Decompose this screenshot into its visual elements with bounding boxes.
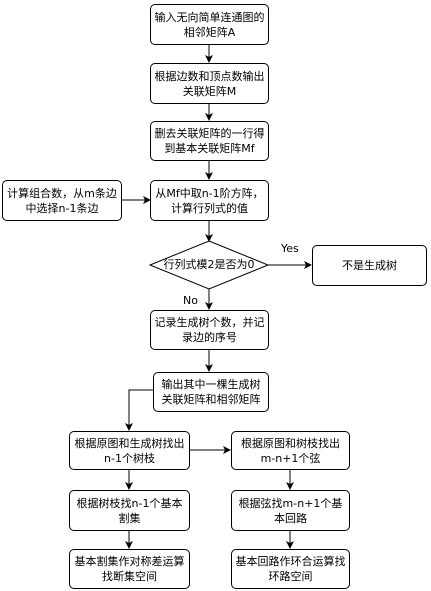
node-basic-cutsets: 根据树枝找n-1个基本割集: [69, 490, 190, 531]
decision-text: 行列式模2是否为0: [163, 258, 255, 271]
node-output-one-tree: 输出其中一棵生成树关联矩阵和相邻矩阵: [153, 372, 269, 412]
node-take-minor: 从Mf中取n-1阶方阵，计算行列式的值: [150, 180, 269, 221]
node-not-tree-text: 不是生成树: [342, 259, 397, 272]
node-record: 记录生成树个数，并记录边的序号: [150, 310, 269, 350]
node-input-adjacency: 输入无向简单连通图的相邻矩阵A: [150, 4, 269, 45]
node-basic-circuits: 根据弦找m-n+1个基本回路: [231, 490, 350, 531]
node-output-incidence-text: 根据边数和顶点数输出关联矩阵M: [154, 69, 265, 98]
node-basic-cutsets-text: 根据树枝找n-1个基本割集: [76, 496, 183, 525]
decision-diamond: [148, 240, 270, 290]
node-combination: 计算组合数，从m条边中选择n-1条边: [2, 180, 122, 221]
node-record-text: 记录生成树个数，并记录边的序号: [154, 316, 265, 344]
node-find-chords: 根据原图和树枝找出m-n+1个弦: [231, 431, 350, 470]
node-find-branches: 根据原图和生成树找出n-1个树枝: [69, 431, 190, 470]
node-cutset-space: 基本割集作对称差运算找断集空间: [69, 549, 190, 589]
node-output-one-tree-text: 输出其中一棵生成树关联矩阵和相邻矩阵: [161, 378, 261, 406]
edge-label-yes: Yes: [281, 242, 299, 255]
node-cutset-space-text: 基本割集作对称差运算找断集空间: [74, 555, 185, 583]
edge-label-no: No: [183, 294, 198, 307]
node-combination-text: 计算组合数，从m条边中选择n-1条边: [7, 186, 117, 215]
node-delete-row-text: 删去关联矩阵的一行得到基本关联矩阵Mf: [154, 127, 265, 155]
edge-output-to-branches: [125, 389, 153, 431]
node-circuit-space-text: 基本回路作环合运算找环路空间: [235, 555, 346, 583]
node-not-tree: 不是生成树: [312, 245, 427, 286]
node-output-incidence: 根据边数和顶点数输出关联矩阵M: [150, 63, 269, 104]
node-circuit-space: 基本回路作环合运算找环路空间: [231, 549, 350, 589]
node-basic-circuits-text: 根据弦找m-n+1个基本回路: [238, 496, 343, 525]
node-find-chords-text: 根据原图和树枝找出m-n+1个弦: [241, 436, 340, 465]
node-take-minor-text: 从Mf中取n-1阶方阵，计算行列式的值: [155, 186, 264, 215]
node-delete-row: 删去关联矩阵的一行得到基本关联矩阵Mf: [150, 121, 269, 161]
node-input-adjacency-text: 输入无向简单连通图的相邻矩阵A: [154, 10, 265, 39]
node-find-branches-text: 根据原图和生成树找出n-1个树枝: [74, 436, 185, 465]
